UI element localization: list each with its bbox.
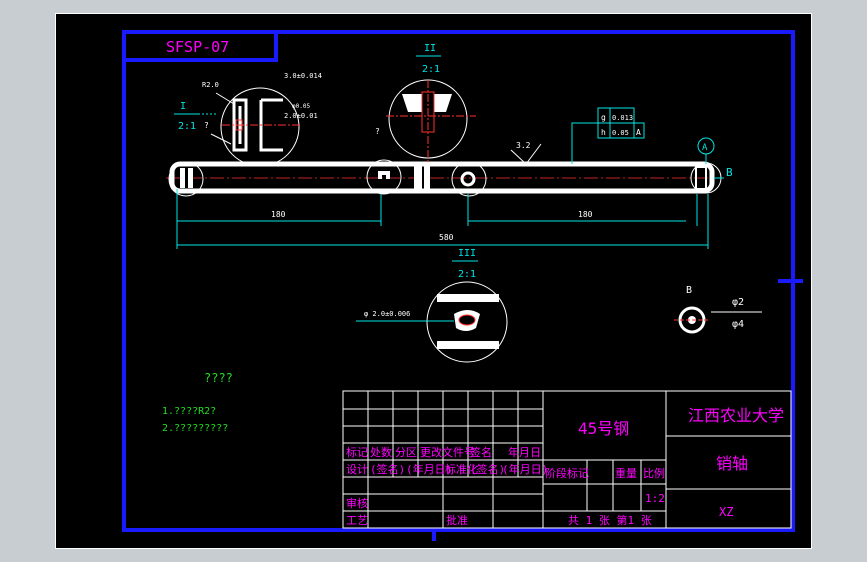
surface-mark: 3.2 [516,141,531,150]
tb-h-doc: 更改文件号 [420,445,475,459]
tol-h-symbol: h [601,128,606,137]
detail-iii-label: III [458,248,476,259]
dim-total: 580 [439,233,454,242]
tb-h-count: 处数 [370,446,392,459]
tol-g-value: 0.013 [612,114,633,122]
tb-sign2: (签名) [470,462,505,476]
tb-h-date: 年月日 [508,445,541,459]
detail-iii-scale: 2:1 [458,269,476,280]
tb-h-sign: 签名 [470,445,492,459]
tb-h-mark: 标记 [346,445,368,459]
dim-right: 180 [578,210,593,219]
cad-viewport[interactable]: SFSP-07 A B g 0.013 h 0.05 A 3.2 [55,13,812,549]
tb-scale-value: 1:2 [645,492,665,505]
code-box [122,30,278,62]
tb-craft: 工艺 [346,514,368,527]
q-ii: ? [375,127,380,136]
tb-check: 审核 [346,496,368,510]
tb-sign1: (签名) [370,462,405,476]
tb-sheets: 共 1 张 第1 张 [568,513,652,527]
title-block [342,390,792,529]
dim-iii: φ 2.0±0.006 [364,310,410,318]
drawing-code: SFSP-07 [166,38,229,56]
detail-ii: II 2:1 ? [375,43,476,164]
tb-weight: 重量 [615,466,637,480]
section-b-view: B φ2 φ4 [674,285,762,334]
tol-h-ref: A [636,128,641,137]
dim-left: 180 [271,210,286,219]
tb-school: 江西农业大学 [688,406,784,425]
tb-h-zone: 分区 [395,446,417,459]
dim-b-1: φ2 [732,297,744,308]
dim-i-1: 3.0±0.014 [284,72,322,80]
notes-line-2: 2.????????? [162,423,228,434]
tb-code: XZ [719,505,733,519]
tb-scale-label: 比例 [643,466,665,480]
tol-h-value: 0.05 [612,129,629,137]
tb-material: 45号钢 [578,419,629,438]
tb-stage: 阶段标记 [545,466,589,480]
tb-design: 设计 [346,463,368,476]
tb-date1: (年月日) [406,462,452,476]
detail-i: I 2:1 R2.0 3.0±0.014 φ0.05 2.0±0.01 ? [174,72,322,167]
detail-i-label: I [180,101,186,112]
tb-approve: 批准 [446,513,468,527]
shaft-view [166,159,722,197]
dim-i-3: 2.0±0.01 [284,112,318,120]
detail-iii: III 2:1 φ 2.0±0.006 [356,248,508,363]
dim-i-2: φ0.05 [292,103,310,110]
tb-date2: (年月日) [502,462,548,476]
notes-line-1: 1.????R2? [162,406,216,417]
section-b-label: B [726,166,733,179]
title-block-text: 标记 处数 分区 更改文件号 签名 年月日 设计 (签名) (年月日) 标准化 … [346,406,784,527]
tb-part-name: 销轴 [716,454,748,473]
dim-b-2: φ4 [732,319,744,330]
detail-i-scale: 2:1 [178,121,196,132]
notes-title: ???? [204,371,233,385]
tb-std: 标准化 [445,462,478,476]
q-i: ? [204,121,209,130]
section-b-title: B [686,285,692,296]
tol-g-symbol: g [601,113,606,122]
detail-ii-scale: 2:1 [422,64,440,75]
datum-a: A [702,143,708,153]
r-label: R2.0 [202,81,219,89]
detail-ii-label: II [424,43,436,54]
drawing-canvas: SFSP-07 A B g 0.013 h 0.05 A 3.2 [122,30,803,541]
dimensions: 180 180 580 [176,189,709,249]
tolerance-frame: g 0.013 h 0.05 A [571,107,645,164]
